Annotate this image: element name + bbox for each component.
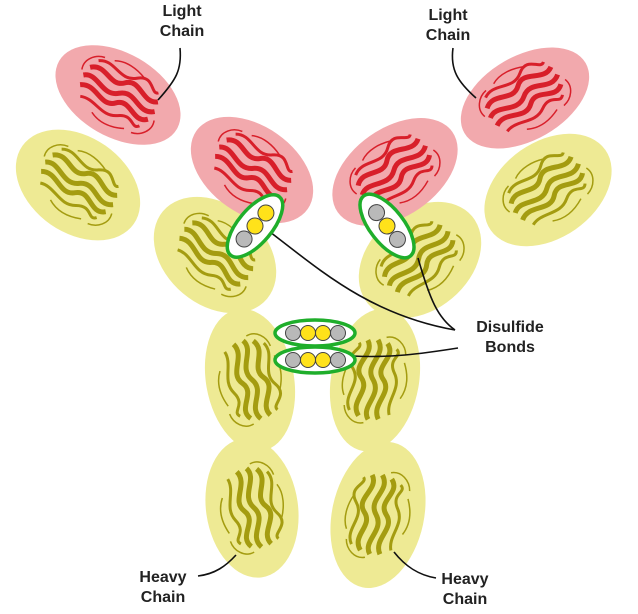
heavy-chain-right-line2: Chain: [430, 590, 500, 610]
sulfur-atom: [286, 353, 301, 368]
heavy-chain-domain: [197, 432, 308, 583]
light-chain-right-line2: Chain: [418, 26, 478, 46]
light-chain-right-line1: Light: [418, 6, 478, 26]
disulfide-bonds-line2: Bonds: [455, 338, 565, 358]
heavy-chain-right-label: Heavy Chain: [430, 570, 500, 610]
sulfur-atom: [316, 326, 331, 341]
heavy-chain-left-line1: Heavy: [128, 568, 198, 588]
sulfur-atom: [331, 353, 346, 368]
sulfur-atom: [331, 326, 346, 341]
light-chain-left-line1: Light: [152, 2, 212, 22]
sulfur-atom: [301, 326, 316, 341]
light-chain-right-label: Light Chain: [418, 6, 478, 46]
light-chain-left-label: Light Chain: [152, 2, 212, 42]
sulfur-atom: [316, 353, 331, 368]
sulfur-atom: [301, 353, 316, 368]
disulfide-bonds-line1: Disulfide: [455, 318, 565, 338]
disulfide-bond-hinge-top: [275, 320, 355, 346]
heavy-chain-left-label: Heavy Chain: [128, 568, 198, 608]
light-chain-left-line2: Chain: [152, 22, 212, 42]
heavy-chain-left-line2: Chain: [128, 588, 198, 608]
heavy-chain-right-line1: Heavy: [430, 570, 500, 590]
disulfide-bonds-label: Disulfide Bonds: [455, 318, 565, 358]
sulfur-atom: [286, 326, 301, 341]
disulfide-bond-hinge-bottom: [275, 347, 355, 373]
heavy-chain-domain: [318, 433, 439, 597]
